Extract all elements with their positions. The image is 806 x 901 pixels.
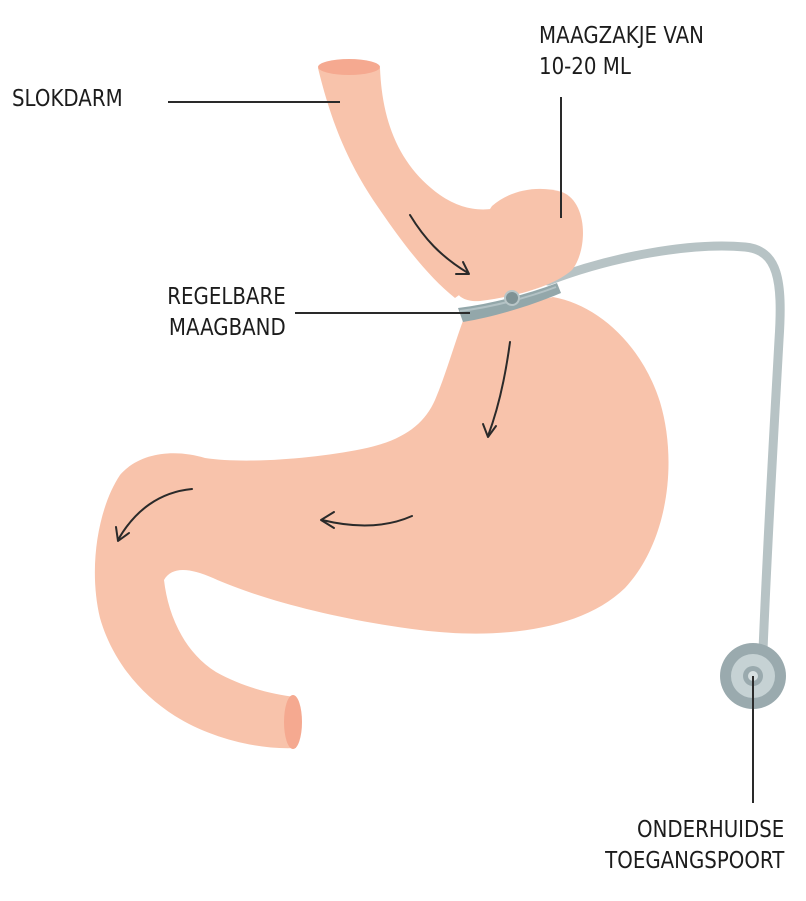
esophagus-opening [318, 59, 380, 75]
band-buckle [505, 291, 519, 305]
label-toegangspoort-line1: ONDERHUIDSE [605, 815, 784, 846]
label-maagzakje: MAAGZAKJE VAN 10-20 ML [539, 21, 704, 83]
label-toegangspoort-line2: TOEGANGSPOORT [605, 846, 784, 877]
label-toegangspoort: ONDERHUIDSE TOEGANGSPOORT [605, 815, 784, 877]
label-maagband: REGELBARE MAAGBAND [168, 282, 286, 344]
stomach-body [95, 297, 669, 748]
label-maagband-line2: MAAGBAND [168, 313, 286, 344]
label-slokdarm: SLOKDARM [12, 84, 123, 115]
stomach-pouch [456, 189, 583, 301]
label-maagband-line1: REGELBARE [168, 282, 286, 313]
label-slokdarm-text: SLOKDARM [12, 84, 123, 115]
duodenum-opening [284, 695, 302, 749]
label-maagzakje-line1: MAAGZAKJE VAN [539, 21, 704, 52]
label-maagzakje-line2: 10-20 ML [539, 52, 704, 83]
